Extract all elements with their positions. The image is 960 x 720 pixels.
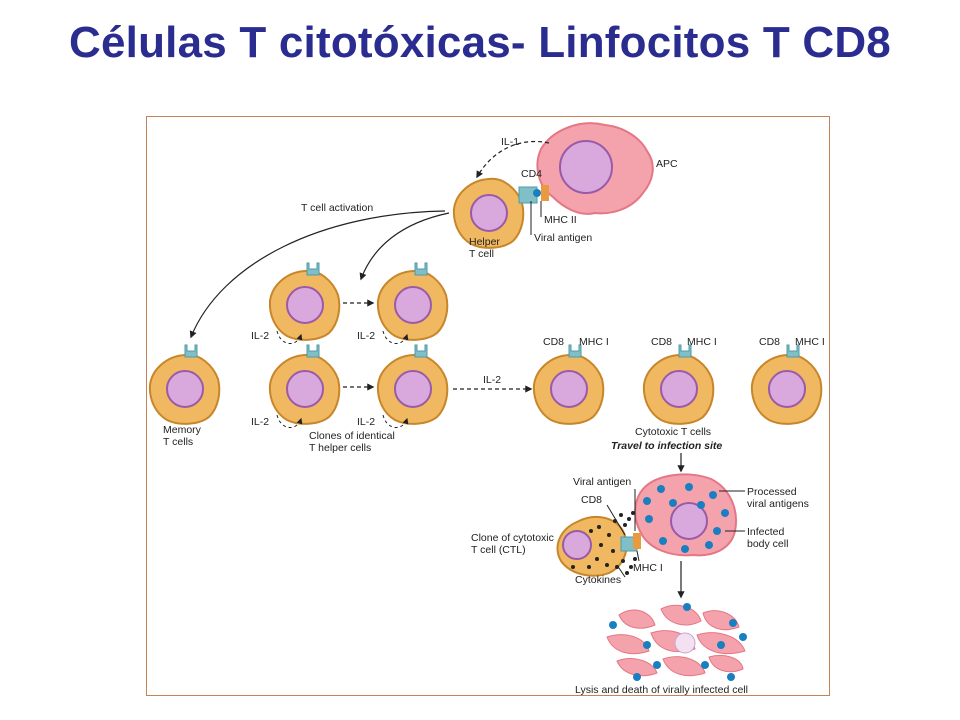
- activation-arrow-clones: [359, 212, 450, 281]
- viral-antigen-dot: [533, 189, 541, 197]
- cd8-leader: [606, 504, 626, 536]
- infected-body-cell: [634, 473, 737, 557]
- receptor-icon: [306, 344, 320, 358]
- helper-label-2: T cell: [469, 248, 494, 260]
- clones-label-1: Clones of identical: [309, 430, 395, 442]
- helper-clone-cell: [268, 269, 341, 341]
- il2-autocrine-arrow: [382, 330, 409, 344]
- helper-clone-cell: [376, 269, 449, 341]
- cd4-label: CD4: [521, 168, 542, 180]
- lysis-label: Lysis and death of virally infected cell: [575, 684, 748, 696]
- t-cell-activation-label: T cell activation: [301, 202, 373, 214]
- diagram-frame: APC IL-1 CD4 MHC II Viral antigen Helper…: [146, 116, 830, 696]
- ctl-clone-cell: [556, 515, 628, 577]
- mhc2-molecule: [541, 185, 549, 201]
- activation-arrow-memory: [189, 210, 446, 339]
- mhc1-label: MHC I: [687, 336, 717, 348]
- mhc1-label: MHC I: [633, 562, 663, 574]
- apc-cell: [536, 122, 654, 215]
- il2-autocrine-arrow: [382, 414, 409, 428]
- mhc1-label: MHC I: [795, 336, 825, 348]
- helper-label-1: Helper: [469, 236, 500, 248]
- helper-clone-cell: [268, 353, 341, 425]
- cd8-label: CD8: [651, 336, 672, 348]
- infected-label-1: Infected: [747, 526, 785, 538]
- infected-label-2: body cell: [747, 538, 788, 550]
- receptor-icon: [414, 344, 428, 358]
- receptor-icon: [184, 344, 198, 358]
- il2-autocrine-arrow: [276, 330, 303, 344]
- memory-label-1: Memory: [163, 424, 202, 436]
- receptor-icon: [414, 262, 428, 276]
- il2-label: IL-2: [357, 330, 375, 342]
- mhc1-leader: [636, 550, 640, 562]
- cytokine-dots: [613, 511, 637, 575]
- cytokines-label: Cytokines: [575, 574, 621, 586]
- mhc1-label: MHC I: [579, 336, 609, 348]
- cd8-label: CD8: [581, 494, 602, 506]
- lysed-cell-fragments: [606, 603, 747, 681]
- viral-antigen-label: Viral antigen: [573, 476, 631, 488]
- cd8-diagram: APC IL-1 CD4 MHC II Viral antigen Helper…: [148, 122, 825, 696]
- il2-label: IL-2: [251, 416, 269, 428]
- mhc1-molecule: [633, 533, 641, 549]
- cd8-label: CD8: [543, 336, 564, 348]
- memory-t-cell: [148, 353, 221, 425]
- cytotoxic-t-cell: [642, 353, 715, 425]
- page-title: Células T citotóxicas- Linfocitos T CD8: [69, 18, 891, 67]
- il1-arrow: [476, 140, 550, 179]
- il2-autocrine-arrow: [276, 414, 303, 428]
- clones-label-2: T helper cells: [309, 442, 371, 454]
- il1-label: IL-1: [501, 136, 519, 148]
- il2-label: IL-2: [357, 416, 375, 428]
- memory-label-2: T cells: [163, 436, 193, 448]
- travel-label: Travel to infection site: [611, 440, 722, 452]
- apc-label: APC: [656, 158, 678, 170]
- processed-label-2: viral antigens: [747, 498, 809, 510]
- viral-antigen-label: Viral antigen: [534, 232, 592, 244]
- ctl-label-2: T cell (CTL): [471, 544, 526, 556]
- ctl-label-1: Clone of cytotoxic: [471, 532, 554, 544]
- processed-label-1: Processed: [747, 486, 797, 498]
- mhc2-label: MHC II: [544, 214, 577, 226]
- cytotoxic-t-cells-label: Cytotoxic T cells: [635, 426, 711, 438]
- il2-label: IL-2: [483, 374, 501, 386]
- helper-clone-cell: [376, 353, 449, 425]
- cytotoxic-t-cell: [532, 353, 605, 425]
- cytokines-leader: [616, 564, 626, 578]
- cytotoxic-t-cell: [750, 353, 823, 425]
- il2-label: IL-2: [251, 330, 269, 342]
- receptor-icon: [306, 262, 320, 276]
- cd8-label: CD8: [759, 336, 780, 348]
